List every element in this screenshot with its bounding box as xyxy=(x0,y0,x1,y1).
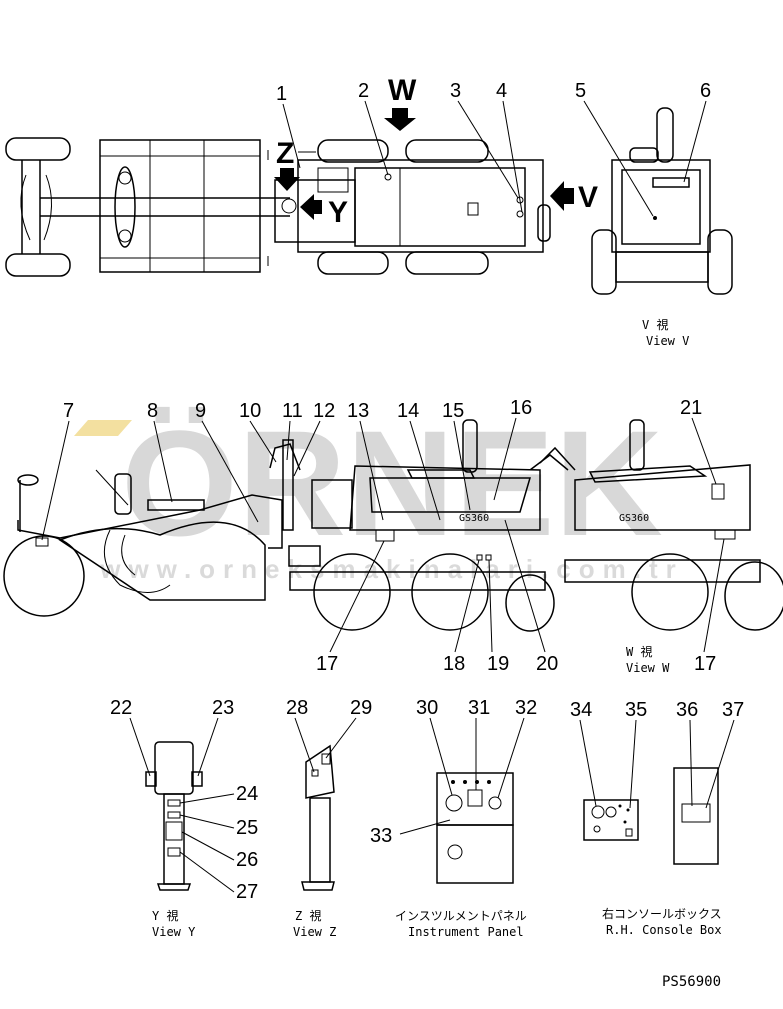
callout-18: 18 xyxy=(443,653,465,675)
callout-33: 33 xyxy=(370,825,392,847)
callout-10: 10 xyxy=(239,400,261,422)
callout-2: 2 xyxy=(358,80,369,102)
callout-15: 15 xyxy=(442,400,464,422)
callout-7: 7 xyxy=(63,400,74,422)
watermark-brand: ÖRNEK xyxy=(121,399,663,567)
side-view-drawing: GS360 xyxy=(3,419,569,632)
callout-30: 30 xyxy=(416,697,438,719)
view-w-drawing: GS360 xyxy=(539,419,783,631)
callout-17-left: 17 xyxy=(316,653,338,675)
view-v-caption-en: View V xyxy=(646,334,689,348)
callout-9: 9 xyxy=(195,400,206,422)
instrument-panel-caption-en: Instrument Panel xyxy=(408,925,524,939)
view-v-drawing xyxy=(591,107,733,295)
view-arrow-y: Y xyxy=(300,194,348,229)
callout-12: 12 xyxy=(313,400,335,422)
callout-35: 35 xyxy=(625,699,647,721)
callout-13: 13 xyxy=(347,400,369,422)
view-arrow-z-label: Z xyxy=(276,137,294,170)
view-arrow-w-label: W xyxy=(388,74,417,107)
callout-20: 20 xyxy=(536,653,558,675)
callout-4: 4 xyxy=(496,80,507,102)
side-model-decal: GS360 xyxy=(459,513,489,524)
callout-11: 11 xyxy=(282,400,303,422)
part-number: PS56900 xyxy=(662,974,721,990)
callout-27: 27 xyxy=(236,881,258,903)
callout-3: 3 xyxy=(450,80,461,102)
callout-21: 21 xyxy=(680,397,702,419)
view-w-caption-en: View W xyxy=(626,661,670,675)
callout-16: 16 xyxy=(510,397,532,419)
callout-19: 19 xyxy=(487,653,509,675)
view-w-caption-jp: W 視 xyxy=(626,644,652,659)
callout-37: 37 xyxy=(722,699,744,721)
view-arrow-z: Z xyxy=(274,137,316,191)
watermark-accent xyxy=(74,420,132,436)
callout-28: 28 xyxy=(286,697,308,719)
view-arrow-v-label: V xyxy=(578,181,598,214)
instrument-panel-caption-jp: インスツルメントパネル xyxy=(395,909,527,923)
view-arrow-y-label: Y xyxy=(328,196,348,229)
view-arrow-w: W xyxy=(384,74,417,131)
instrument-panel-drawing xyxy=(436,772,514,884)
view-y-caption-jp: Y 視 xyxy=(152,908,178,923)
view-v-caption-jp: V 視 xyxy=(642,317,668,332)
callout-8: 8 xyxy=(147,400,158,422)
callout-31: 31 xyxy=(468,697,490,719)
callout-17-right: 17 xyxy=(694,653,716,675)
console-box-drawing xyxy=(583,767,719,865)
callout-5: 5 xyxy=(575,80,586,102)
callout-25: 25 xyxy=(236,817,258,839)
callout-36: 36 xyxy=(676,699,698,721)
console-caption-en: R.H. Console Box xyxy=(606,923,722,937)
watermark: ÖRNEK www.orneksmakinalari.com.tr xyxy=(74,399,684,584)
callout-23: 23 xyxy=(212,697,234,719)
view-z-caption-en: View Z xyxy=(293,925,336,939)
callout-26: 26 xyxy=(236,849,258,871)
callout-14: 14 xyxy=(397,400,419,422)
callout-34: 34 xyxy=(570,699,592,721)
callout-24: 24 xyxy=(236,783,258,805)
callout-32: 32 xyxy=(515,697,537,719)
callout-29: 29 xyxy=(350,697,372,719)
w-model-decal: GS360 xyxy=(619,513,649,524)
view-y-caption-en: View Y xyxy=(152,925,196,939)
view-y-drawing xyxy=(145,741,203,891)
callout-6: 6 xyxy=(700,80,711,102)
top-view-drawing xyxy=(5,137,551,277)
callout-22: 22 xyxy=(110,697,132,719)
view-arrow-v: V xyxy=(550,181,598,214)
watermark-url: www.orneksmakinalari.com.tr xyxy=(99,554,684,584)
console-caption-jp: 右コンソールボックス xyxy=(602,906,722,921)
view-z-drawing xyxy=(301,744,335,891)
callout-1: 1 xyxy=(276,83,287,105)
view-z-caption-jp: Z 視 xyxy=(295,908,321,923)
